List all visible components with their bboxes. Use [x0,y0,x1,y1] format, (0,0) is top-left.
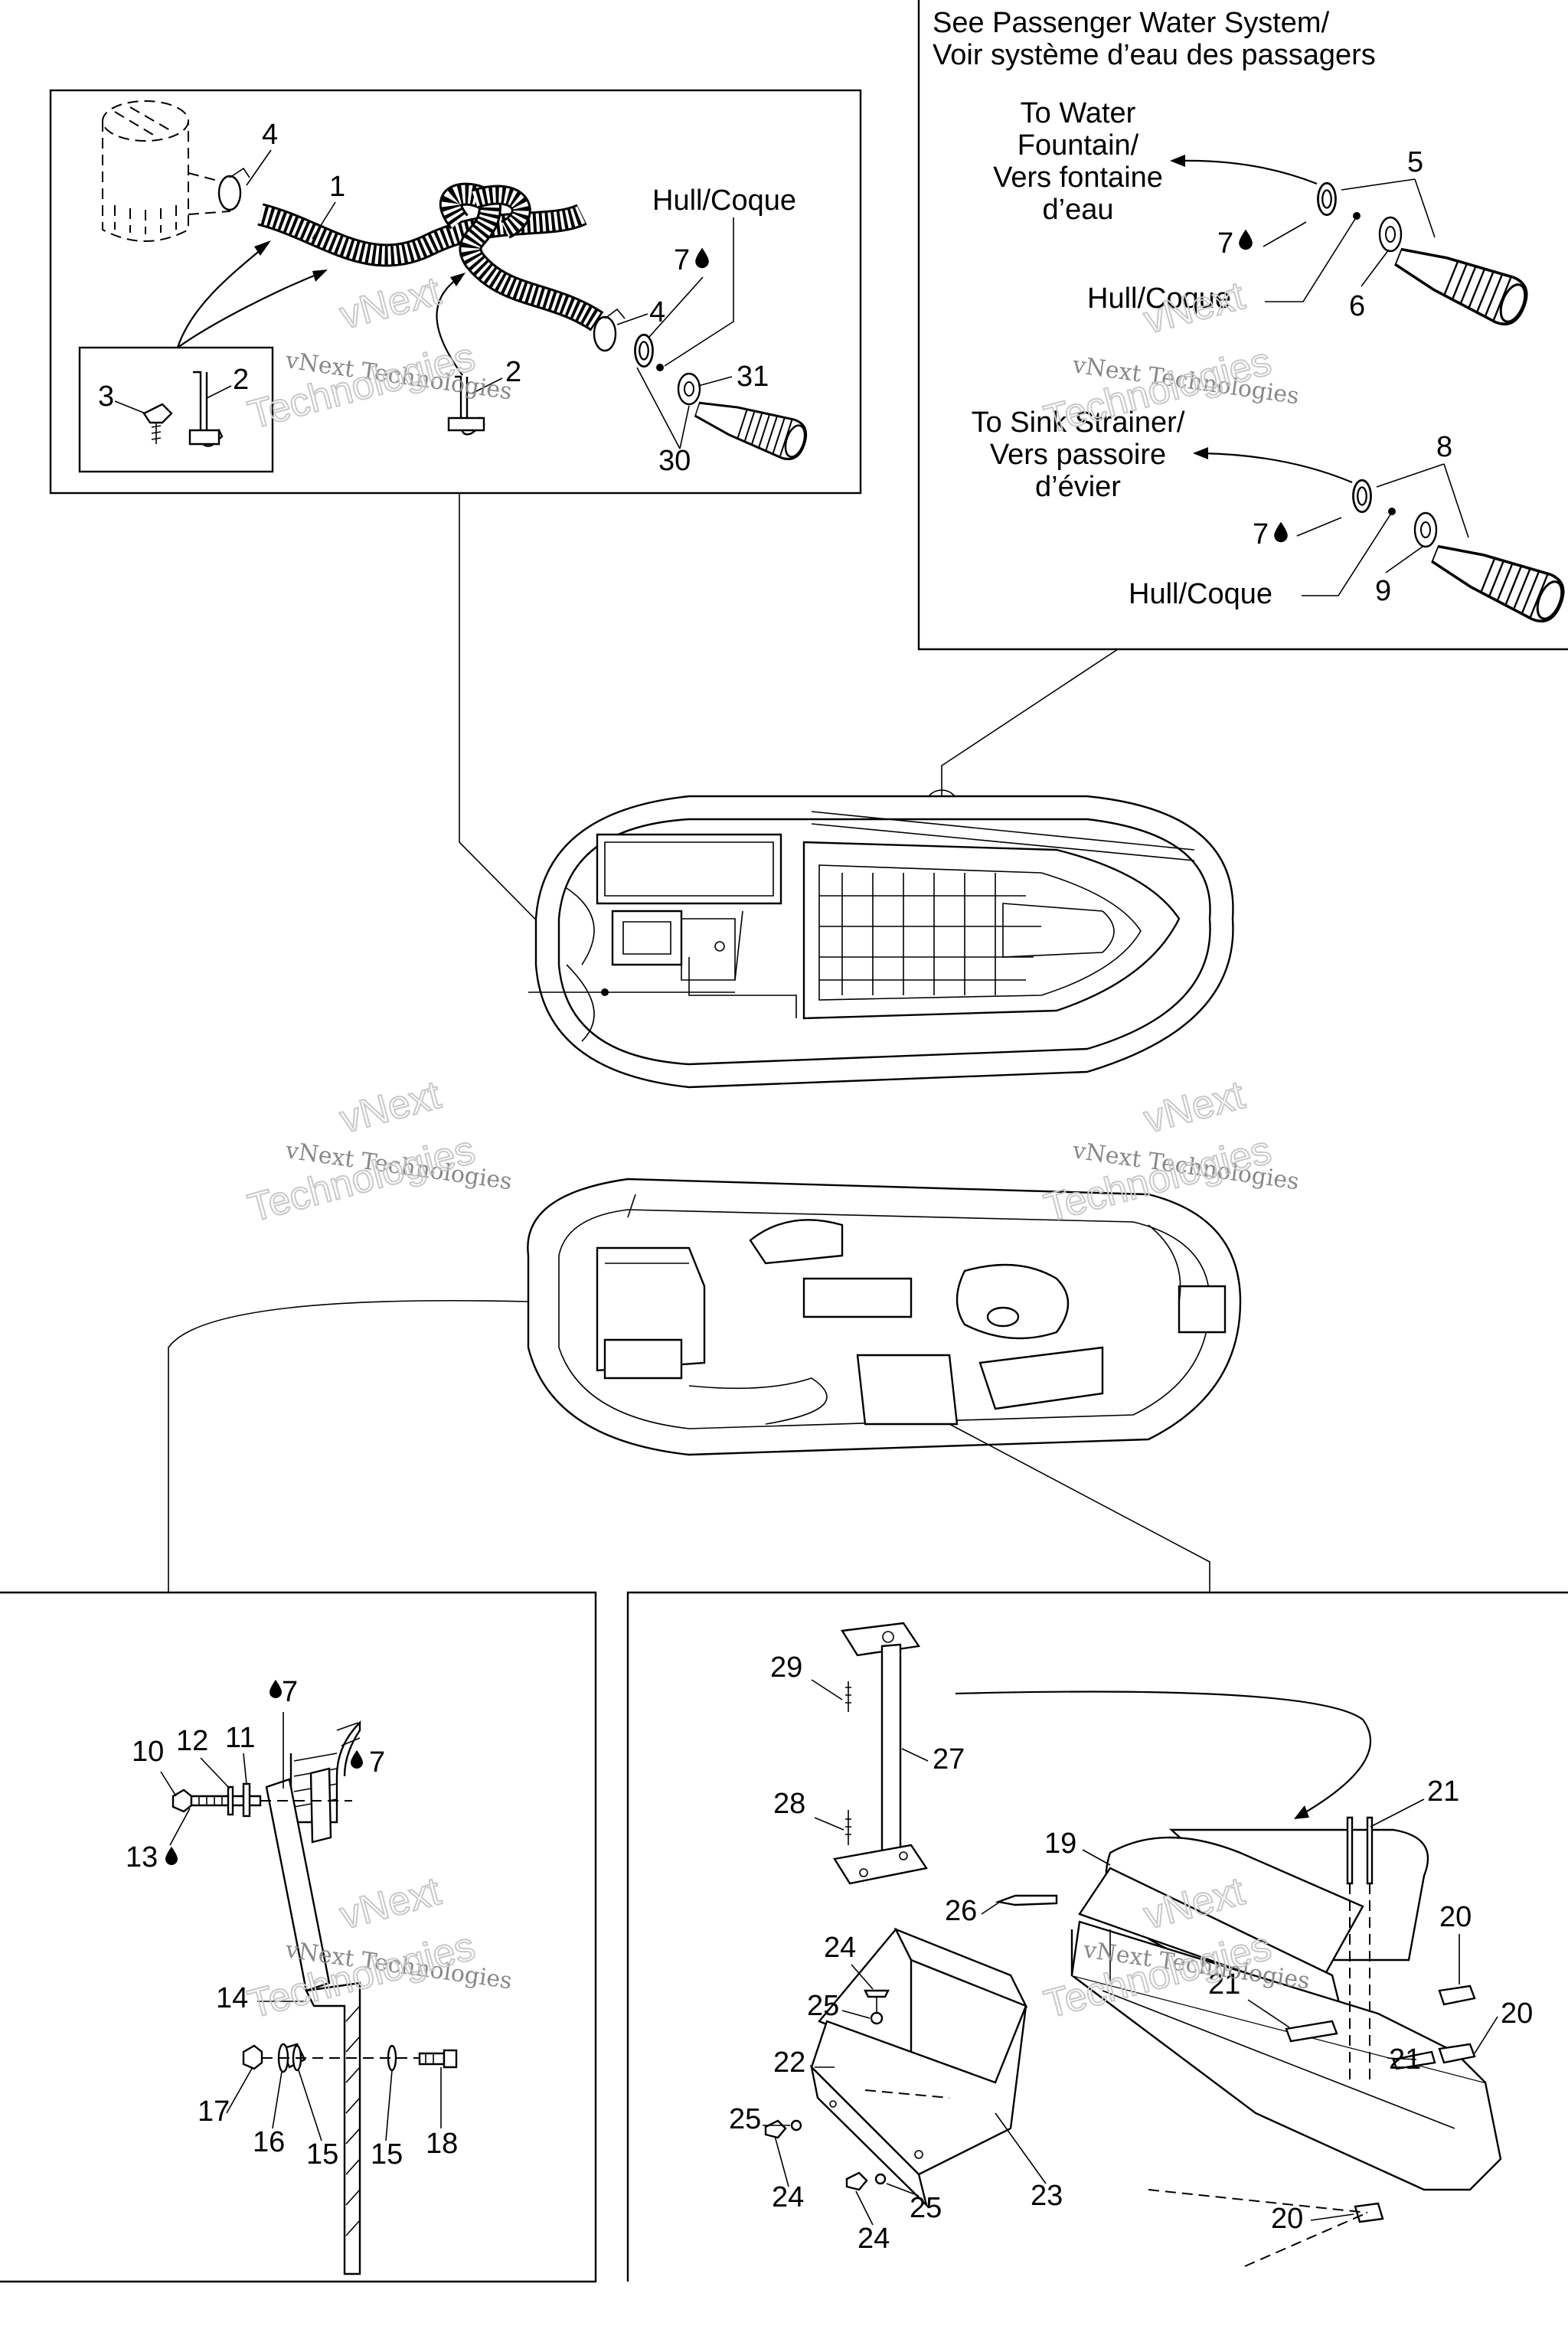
fountain-destination: To Water Fountain/ Vers fontaine d’eau [993,97,1163,226]
svg-text:2: 2 [233,364,249,396]
svg-text:Technologies: Technologies [243,1128,479,1231]
watermark-3: vNext vNext Technologies Technologies [243,1072,514,1232]
watermark-5: vNext vNext Technologies Technologies [243,1868,514,2028]
svg-text:Vers fontaine: Vers fontaine [993,162,1163,194]
svg-text:20: 20 [1439,1901,1472,1933]
svg-text:20: 20 [1501,1998,1533,2030]
svg-text:28: 28 [773,1788,805,1820]
svg-text:vNext: vNext [335,1073,446,1142]
panel-header-fr: Voir système d’eau des passagers [933,39,1376,71]
sink-destination: To Sink Strainer/ Vers passoire d’évier [972,407,1185,503]
svg-text:9: 9 [1375,575,1391,607]
svg-text:Vers passoire: Vers passoire [990,439,1166,471]
svg-text:13: 13 [126,1841,158,1873]
svg-text:25: 25 [729,2103,761,2135]
svg-text:25: 25 [807,1990,839,2022]
svg-text:10: 10 [132,1736,164,1768]
svg-text:d’eau: d’eau [1043,194,1114,226]
svg-text:16: 16 [253,2126,285,2158]
screw [142,403,173,444]
watermark-1: vNext vNext Technologies Technologies [243,268,514,439]
fitting-grip-icon [1387,233,1534,332]
nut-icon [1316,181,1338,217]
bilge-pump-panel: 4 1 4 Hull/Coque 7 31 30 3 2 [49,89,862,959]
svg-text:30: 30 [658,445,691,477]
svg-text:4: 4 [262,119,278,151]
hose-clamp [593,308,626,352]
tie-wrap [447,375,485,436]
svg-text:23: 23 [1031,2180,1063,2212]
svg-text:Technologies: Technologies [243,1924,479,2027]
svg-text:11: 11 [225,1722,255,1754]
svg-text:To Water: To Water [1021,97,1136,129]
svg-text:15: 15 [371,2138,403,2171]
bilge-pump [102,100,230,242]
svg-text:d’évier: d’évier [1035,471,1121,503]
seat-bracket [810,1927,1028,2208]
svg-text:21: 21 [1208,1968,1240,2001]
svg-text:2: 2 [505,356,521,388]
svg-text:24: 24 [772,2181,804,2213]
svg-text:1: 1 [329,171,345,203]
svg-text:6: 6 [1349,290,1365,322]
svg-text:19: 19 [1044,1828,1076,1860]
svg-text:Hull/Coque: Hull/Coque [1129,578,1272,610]
seat-support-panel: 29 27 28 19 26 21 20 20 21 21 20 24 25 2… [626,1591,1568,2282]
bilge-hose [257,182,604,332]
svg-text:7: 7 [369,1746,385,1779]
svg-text:8: 8 [1436,431,1452,463]
tie-wrap [188,371,224,447]
svg-text:22: 22 [773,2047,805,2079]
svg-text:27: 27 [933,1743,965,1775]
svg-text:3: 3 [98,381,114,413]
svg-text:29: 29 [770,1651,802,1684]
svg-text:vNext: vNext [335,1869,446,1939]
svg-text:7: 7 [1253,518,1269,550]
svg-text:vNext: vNext [335,269,446,338]
svg-text:31: 31 [737,361,769,393]
support-post [833,1622,928,1885]
svg-text:5: 5 [1407,146,1423,178]
svg-text:25: 25 [910,2192,942,2224]
panel-header-en: See Passenger Water System/ [933,7,1330,39]
svg-text:24: 24 [858,2223,890,2255]
svg-text:Technologies: Technologies [243,335,479,438]
svg-text:14: 14 [216,1982,248,2014]
svg-text:18: 18 [426,2128,458,2160]
svg-text:vNext: vNext [1139,1073,1250,1142]
svg-text:24: 24 [824,1932,856,1964]
svg-text:To Sink Strainer/: To Sink Strainer/ [972,407,1185,439]
passenger-water-panel: See Passenger Water System/ Voir système… [917,0,1568,825]
hose-clamp [217,167,250,211]
drop-icon [1239,229,1253,250]
svg-text:15: 15 [306,2138,338,2171]
hull-interior-view [168,1178,1242,1592]
svg-text:17: 17 [198,2096,230,2128]
svg-text:20: 20 [1271,2203,1303,2235]
svg-text:7: 7 [1217,227,1233,260]
svg-text:7: 7 [282,1676,298,1708]
svg-text:Hull/Coque: Hull/Coque [1087,283,1231,315]
svg-text:7: 7 [674,244,690,276]
bracket-detail-panel: 7 7 10 12 11 13 14 17 16 15 15 18 [0,1591,597,2283]
svg-text:26: 26 [945,1895,977,1927]
seat-shell [1070,1828,1502,2191]
svg-text:12: 12 [176,1725,208,1757]
svg-text:Fountain/: Fountain/ [1018,129,1139,162]
svg-text:21: 21 [1427,1775,1459,1808]
svg-text:Hull/Coque: Hull/Coque [652,185,796,217]
svg-text:4: 4 [649,296,665,328]
boat-deck-top-view [528,795,1234,1089]
